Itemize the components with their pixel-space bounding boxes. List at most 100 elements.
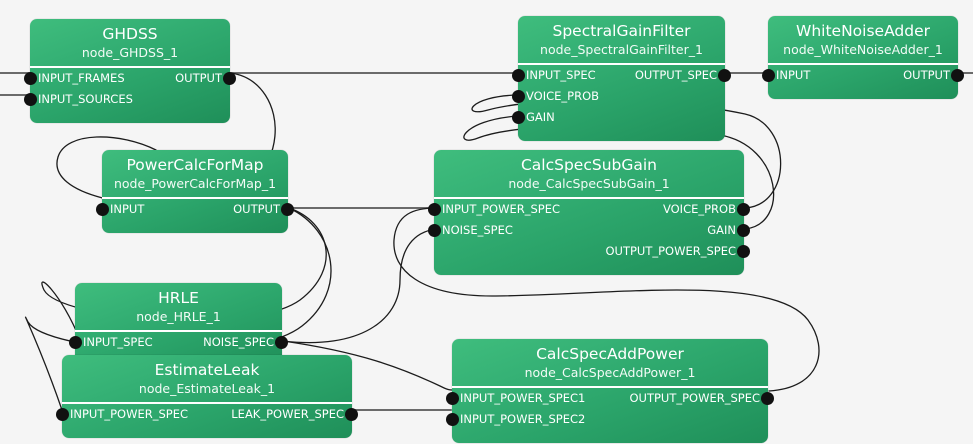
port-list: INPUT_FRAMES OUTPUT INPUT_SOURCES [24,68,236,123]
output-port-dot-icon[interactable] [718,69,731,82]
input-port-label[interactable]: INPUT_POWER_SPEC [70,407,189,421]
node-bottom-spacer [452,430,768,439]
port-list: INPUT_SPEC OUTPUT_SPEC VOICE_PROB GAIN [512,65,731,141]
port-row: INPUT_SOURCES [24,89,230,110]
node-instance-name: node_PowerCalcForMap_1 [113,176,277,191]
output-port-label[interactable]: NOISE_SPEC [203,335,274,349]
input-port-dot-icon[interactable] [56,408,69,421]
output-port-label[interactable]: OUTPUT [903,68,950,82]
input-port-label[interactable]: INPUT [776,68,811,82]
output-port-label[interactable]: LEAK_POWER_SPEC [231,407,344,421]
input-port-label[interactable]: INPUT_SOURCES [38,92,133,106]
input-port-label[interactable]: NOISE_SPEC [442,223,513,237]
node-instance-name: node_EstimateLeak_1 [138,381,276,396]
input-port-dot-icon[interactable] [446,413,459,426]
output-port-label[interactable]: OUTPUT_POWER_SPEC [629,391,760,405]
node-header[interactable]: HRLE node_HRLE_1 [75,283,282,332]
input-port-dot-icon[interactable] [24,72,37,85]
output-port-dot-icon[interactable] [737,203,750,216]
node-title: EstimateLeak [154,361,260,379]
input-port-label[interactable]: INPUT_POWER_SPEC2 [460,412,586,426]
input-port-label[interactable]: INPUT [110,202,145,216]
port-row: INPUT_POWER_SPEC1 OUTPUT_POWER_SPEC [446,388,774,409]
input-port-dot-icon[interactable] [512,90,525,103]
input-port-dot-icon[interactable] [96,203,109,216]
input-port-label[interactable]: INPUT_SPEC [83,335,153,349]
output-port-label[interactable]: OUTPUT_SPEC [634,68,717,82]
output-port-label[interactable]: OUTPUT_POWER_SPEC [605,244,736,258]
output-port-label[interactable]: GAIN [707,223,736,237]
node-title: SpectralGainFilter [552,22,691,40]
node-title: CalcSpecSubGain [520,156,658,174]
input-port-dot-icon[interactable] [762,69,775,82]
input-port-dot-icon[interactable] [69,336,82,349]
node-instance-name: node_GHDSS_1 [81,45,179,60]
wire-hrle-noise-spec-to-calcspecsubgain-noise-spec[interactable] [282,228,437,344]
port-row: INPUT_SPEC NOISE_SPEC [69,332,288,353]
node-bottom-spacer [102,220,288,229]
port-row: INPUT OUTPUT [762,65,964,86]
node-instance-name: node_CalcSpecSubGain_1 [508,176,670,191]
input-port-dot-icon[interactable] [446,392,459,405]
port-row: OUTPUT_POWER_SPEC [434,241,750,262]
port-row: NOISE_SPEC GAIN [428,220,750,241]
port-list: INPUT OUTPUT [96,199,294,233]
port-row: VOICE_PROB [512,86,725,107]
port-list: INPUT OUTPUT [762,65,964,99]
port-row: INPUT_FRAMES OUTPUT [24,68,236,89]
output-port-dot-icon[interactable] [281,203,294,216]
port-row: GAIN [512,107,725,128]
input-port-dot-icon[interactable] [428,203,441,216]
node-title: WhiteNoiseAdder [796,22,930,40]
node-header[interactable]: GHDSS node_GHDSS_1 [30,19,230,68]
port-row: INPUT_POWER_SPEC LEAK_POWER_SPEC [56,404,358,425]
node-instance-name: node_WhiteNoiseAdder_1 [783,42,943,57]
output-port-dot-icon[interactable] [737,245,750,258]
port-row: INPUT OUTPUT [96,199,294,220]
port-list: INPUT_POWER_SPEC VOICE_PROB NOISE_SPEC GAIN… [428,199,750,275]
node-bottom-spacer [518,128,725,137]
output-port-label[interactable]: VOICE_PROB [662,202,736,216]
node-instance-name: node_CalcSpecAddPower_1 [524,365,696,380]
output-port-label[interactable]: OUTPUT [175,71,222,85]
input-port-label[interactable]: INPUT_FRAMES [38,71,125,85]
output-port-label[interactable]: OUTPUT [233,202,280,216]
output-port-dot-icon[interactable] [345,408,358,421]
output-port-dot-icon[interactable] [951,69,964,82]
node-bottom-spacer [62,425,352,434]
output-port-dot-icon[interactable] [737,224,750,237]
node-bottom-spacer [434,262,744,271]
input-port-label[interactable]: INPUT_POWER_SPEC1 [460,391,586,405]
output-port-dot-icon[interactable] [223,72,236,85]
node-title: GHDSS [102,25,158,43]
input-port-label[interactable]: INPUT_POWER_SPEC [442,202,561,216]
input-port-dot-icon[interactable] [24,93,37,106]
node-header[interactable]: CalcSpecSubGain node_CalcSpecSubGain_1 [434,150,744,199]
input-port-label[interactable]: VOICE_PROB [526,89,600,103]
input-port-dot-icon[interactable] [512,69,525,82]
node-title: HRLE [158,289,199,307]
port-row: INPUT_POWER_SPEC VOICE_PROB [428,199,750,220]
input-port-label[interactable]: GAIN [526,110,555,124]
input-port-dot-icon[interactable] [512,111,525,124]
node-header[interactable]: WhiteNoiseAdder node_WhiteNoiseAdder_1 [768,16,958,65]
node-header[interactable]: EstimateLeak node_EstimateLeak_1 [62,355,352,404]
input-port-label[interactable]: INPUT_SPEC [526,68,596,82]
node-instance-name: node_HRLE_1 [136,309,221,324]
output-port-dot-icon[interactable] [275,336,288,349]
output-port-dot-icon[interactable] [761,392,774,405]
input-port-dot-icon[interactable] [428,224,441,237]
port-row: INPUT_POWER_SPEC2 [446,409,768,430]
